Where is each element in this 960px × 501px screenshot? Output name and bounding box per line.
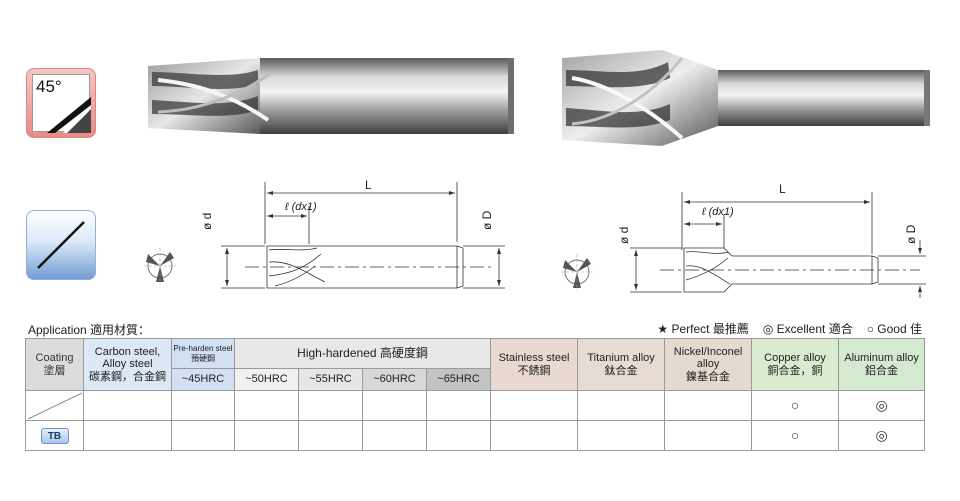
- cell-50: [234, 420, 299, 451]
- tool-photo-straight: [148, 58, 514, 134]
- carbon-header-zh: 碳素鋼，合金鋼: [89, 370, 166, 383]
- cell-aluminum: ◎: [838, 420, 926, 451]
- rating-legend: ★ Perfect 最推薦 ◎ Excellent 適合 ○ Good 佳: [657, 320, 922, 337]
- cross-section-icon-right: [561, 254, 593, 290]
- helix-angle-frame: 45°: [32, 74, 91, 133]
- copper-header: Copper alloy 銅合金，銅: [751, 338, 840, 391]
- coating-slash-graphic: [37, 221, 85, 269]
- flute-length-label-left: ℓ (dx1): [285, 201, 317, 213]
- high-hardened-header: High-hardened 高硬度鋼: [233, 338, 492, 369]
- uncoated-cell: [25, 390, 84, 421]
- cell-nickel: [664, 390, 753, 421]
- hrc-65-header: ~65HRC: [425, 368, 492, 391]
- dia-large-label-right: ø D: [904, 224, 918, 244]
- cell-60: [362, 420, 427, 451]
- legend-perfect: ★ Perfect 最推薦: [657, 320, 748, 337]
- cell-copper: ○: [751, 420, 840, 451]
- cell-65: [425, 390, 492, 421]
- cell-50: [234, 390, 299, 421]
- coating-header-en: Coating: [35, 351, 74, 364]
- hrc-45-header: ~45HRC: [171, 368, 235, 391]
- cell-pre: [171, 390, 235, 421]
- angle-diagonal-graphic: [47, 97, 91, 133]
- aluminum-zh: 鋁合金: [865, 364, 899, 377]
- circle-icon: ○: [866, 322, 874, 336]
- titanium-header: Titanium alloy 鈦合金: [577, 338, 666, 391]
- pre-header-zh: 預硬鋼: [191, 353, 215, 363]
- application-table: Coating 塗層 Carbon steel, Alloy steel 碳素鋼…: [25, 338, 926, 451]
- legend-excellent-label: Excellent 適合: [776, 322, 853, 336]
- no-coating-slash-icon: [27, 392, 82, 420]
- helix-angle-45-icon: 45°: [26, 68, 96, 138]
- cell-stainless: [490, 420, 579, 451]
- copper-zh: 銅合金，銅: [767, 364, 823, 377]
- dia-small-label-right: ø d: [617, 226, 631, 244]
- coating-header-zh: 塗層: [43, 364, 66, 377]
- aluminum-en: Aluminum alloy: [844, 351, 919, 364]
- pre-harden-header: Pre-harden steel 預硬鋼: [171, 338, 235, 369]
- cell-pre: [171, 420, 235, 451]
- star-icon: ★: [657, 322, 669, 336]
- copper-en: Copper alloy: [764, 351, 826, 364]
- cell-60: [362, 390, 427, 421]
- tool-photo-stepped: [562, 50, 930, 146]
- double-circle-icon: ◎: [762, 322, 774, 336]
- cell-carbon: [83, 420, 172, 451]
- coating-diagonal-icon: [26, 210, 96, 280]
- technical-drawing-stepped: [630, 192, 926, 298]
- cell-titanium: [577, 420, 666, 451]
- table-row: TB ○ ◎: [25, 420, 926, 451]
- stainless-en: Stainless steel: [498, 351, 570, 364]
- cell-55: [298, 420, 363, 451]
- cell-nickel: [664, 420, 753, 451]
- carbon-steel-header: Carbon steel, Alloy steel 碳素鋼，合金鋼: [83, 338, 172, 391]
- cell-55: [298, 390, 363, 421]
- application-title: Application 適用材質：: [28, 323, 151, 337]
- nickel-en: Nickel/Inconel alloy: [673, 345, 743, 371]
- hrc-60-header: ~60HRC: [362, 368, 427, 391]
- cell-65: [425, 420, 492, 451]
- dia-small-label-left: ø d: [200, 212, 214, 230]
- flute-length-label-right: ℓ (dx1): [702, 206, 734, 218]
- cell-aluminum: ◎: [838, 390, 926, 421]
- nickel-zh: 鎳基合金: [686, 370, 731, 383]
- hrc-55-header: ~55HRC: [298, 368, 363, 391]
- titanium-zh: 鈦合金: [604, 364, 638, 377]
- aluminum-header: Aluminum alloy 鋁合金: [838, 338, 926, 391]
- tb-coating-badge: TB: [40, 427, 69, 444]
- angle-label: 45°: [36, 77, 62, 96]
- nickel-header: Nickel/Inconel alloy 鎳基合金: [664, 338, 753, 391]
- table-row: ○ ◎: [25, 390, 926, 421]
- technical-drawing-straight: [221, 182, 505, 289]
- titanium-en: Titanium alloy: [587, 351, 655, 364]
- carbon-header-en: Carbon steel, Alloy steel: [94, 345, 161, 371]
- coating-tb-cell: TB: [25, 420, 84, 451]
- length-label-right: L: [779, 182, 786, 196]
- cell-titanium: [577, 390, 666, 421]
- legend-excellent: ◎ Excellent 適合: [763, 320, 853, 337]
- pre-header-en: Pre-harden steel: [173, 344, 233, 354]
- cross-section-icon-left: [144, 248, 176, 284]
- cell-carbon: [83, 390, 172, 421]
- hrc-50-header: ~50HRC: [234, 368, 299, 391]
- legend-good: ○ Good 佳: [867, 320, 922, 337]
- cell-stainless: [490, 390, 579, 421]
- stainless-header: Stainless steel 不銹鋼: [490, 338, 579, 391]
- stainless-zh: 不銹鋼: [517, 364, 551, 377]
- length-label-left: L: [365, 178, 372, 192]
- legend-good-label: Good 佳: [877, 322, 922, 336]
- cell-copper: ○: [751, 390, 840, 421]
- legend-perfect-label: Perfect 最推薦: [671, 322, 749, 336]
- dia-large-label-left: ø D: [480, 210, 494, 230]
- coating-header: Coating 塗層: [25, 338, 84, 391]
